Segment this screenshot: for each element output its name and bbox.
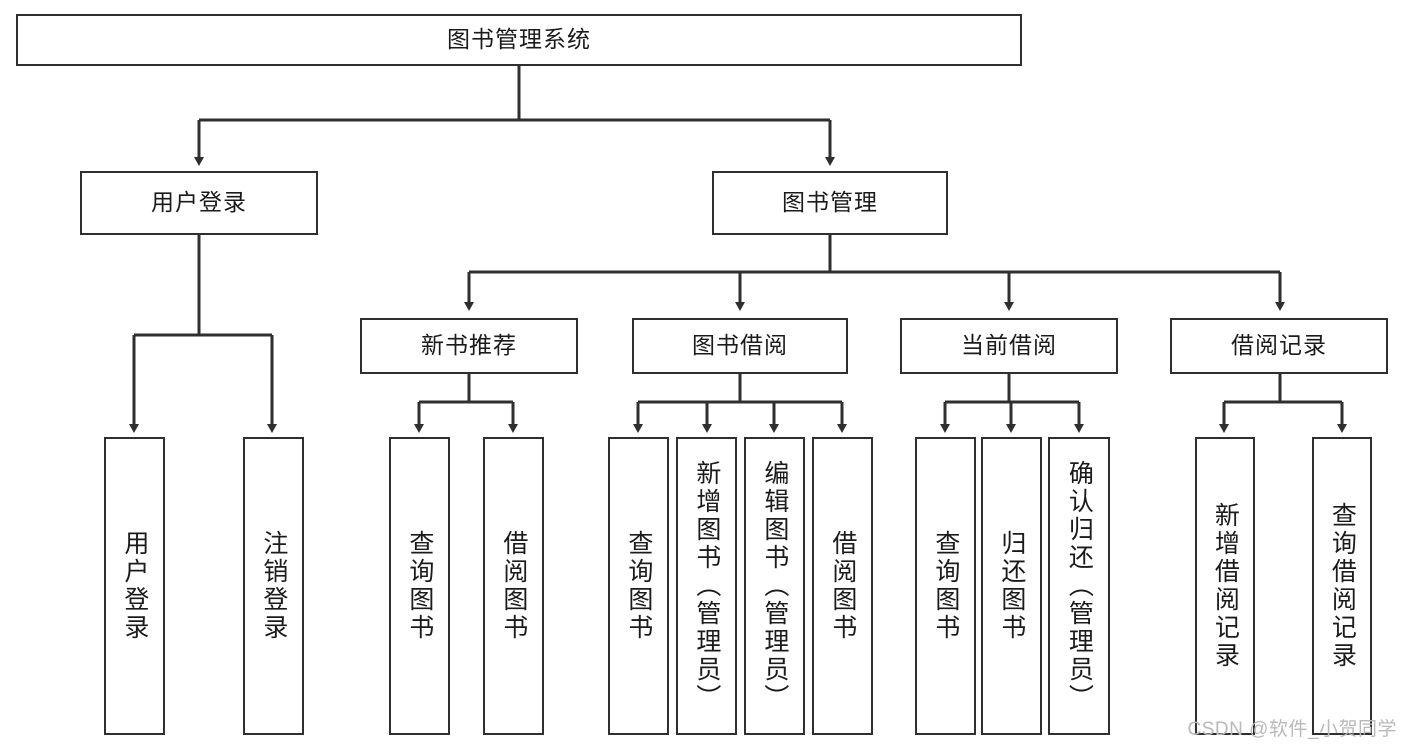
node-root-system[interactable]: 图书管理系统	[16, 14, 1022, 66]
node-label: 图书借阅	[692, 332, 788, 359]
node-current-borrow[interactable]: 当前借阅	[900, 318, 1118, 374]
node-label: 图书管理	[782, 189, 878, 216]
leaf-current-confirm-return[interactable]: 确认归还（管理员）	[1048, 437, 1110, 735]
node-label: 图书管理系统	[447, 26, 591, 53]
leaf-borrow-borrow-book[interactable]: 借阅图书	[812, 437, 873, 735]
leaf-current-return-book[interactable]: 归还图书	[981, 437, 1042, 735]
node-label: 新书推荐	[421, 332, 517, 359]
node-label: 注销登录	[259, 530, 288, 642]
leaf-borrow-edit-book[interactable]: 编辑图书（管理员）	[744, 437, 805, 735]
leaf-record-add-record[interactable]: 新增借阅记录	[1195, 437, 1255, 735]
node-book-borrow[interactable]: 图书借阅	[632, 318, 848, 374]
node-label: 查询图书	[624, 530, 653, 642]
leaf-new-book-borrow[interactable]: 借阅图书	[483, 437, 544, 735]
node-label: 用户登录	[120, 530, 149, 642]
leaf-user-login-login[interactable]: 用户登录	[104, 437, 165, 735]
leaf-current-query-book[interactable]: 查询图书	[915, 437, 976, 735]
node-label: 借阅记录	[1231, 332, 1327, 359]
node-label: 用户登录	[151, 189, 247, 216]
node-label: 查询图书	[931, 530, 960, 642]
node-label: 借阅图书	[499, 530, 528, 642]
leaf-record-query-record[interactable]: 查询借阅记录	[1312, 437, 1372, 735]
node-label: 新增借阅记录	[1211, 502, 1240, 670]
node-label: 归还图书	[997, 530, 1026, 642]
node-borrow-record[interactable]: 借阅记录	[1170, 318, 1388, 374]
node-label: 确认归还（管理员）	[1065, 460, 1094, 712]
node-label: 查询图书	[405, 530, 434, 642]
leaf-user-login-logout[interactable]: 注销登录	[243, 437, 304, 735]
leaf-borrow-query-book[interactable]: 查询图书	[608, 437, 669, 735]
node-label: 新增图书（管理员）	[692, 460, 721, 712]
node-user-login[interactable]: 用户登录	[80, 171, 318, 235]
node-label: 编辑图书（管理员）	[760, 460, 789, 712]
leaf-new-book-query[interactable]: 查询图书	[389, 437, 450, 735]
watermark: CSDN @软件_小贺同学	[1187, 719, 1397, 740]
node-label: 借阅图书	[828, 530, 857, 642]
leaf-borrow-add-book[interactable]: 新增图书（管理员）	[676, 437, 737, 735]
node-book-management[interactable]: 图书管理	[712, 171, 948, 235]
node-new-book-recommend[interactable]: 新书推荐	[360, 318, 578, 374]
node-label: 查询借阅记录	[1328, 502, 1357, 670]
node-label: 当前借阅	[961, 332, 1057, 359]
